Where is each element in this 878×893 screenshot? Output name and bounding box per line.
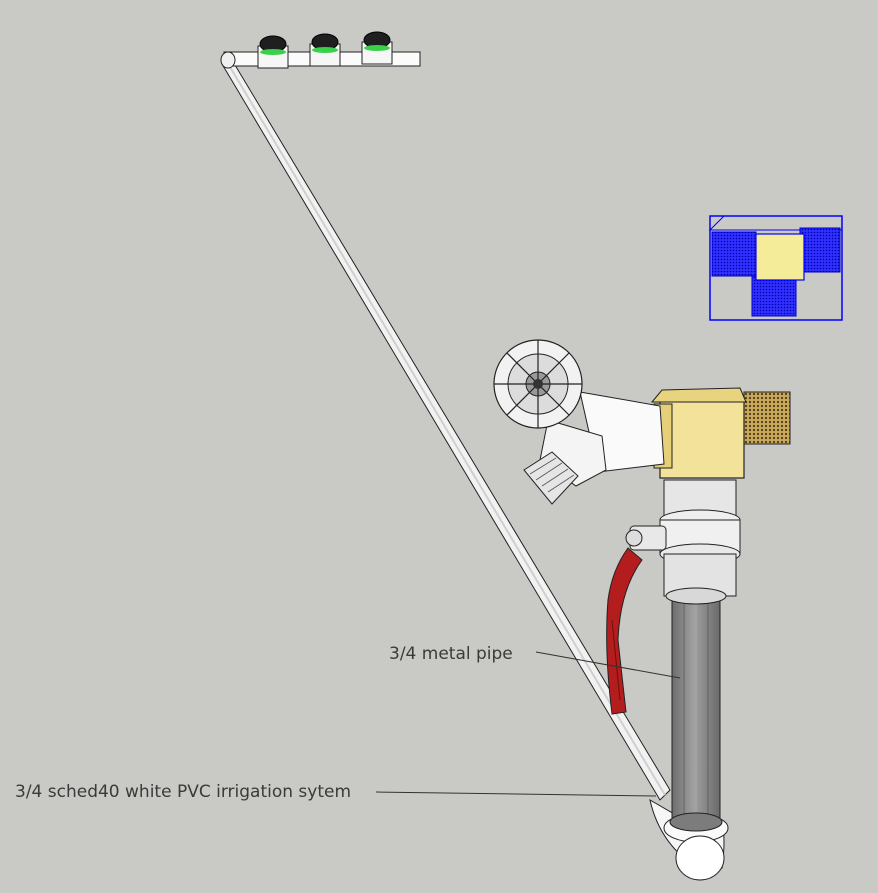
metal-pipe-label: 3/4 metal pipe [389, 644, 513, 664]
ball-valve-handle[interactable] [606, 547, 643, 715]
selected-tee-component[interactable] [708, 215, 843, 321]
brass-tee[interactable] [650, 387, 791, 479]
valve-manifold[interactable] [220, 31, 421, 69]
spigot-wheel[interactable] [493, 339, 583, 429]
ball-valve[interactable] [625, 479, 741, 605]
sprinkler-valve-3[interactable] [361, 31, 393, 65]
metal-pipe-leader [535, 651, 681, 679]
sprinkler-valve-1[interactable] [257, 35, 289, 69]
metal-pipe[interactable] [669, 591, 723, 832]
hose-bib[interactable] [493, 339, 665, 505]
pvc-leader [375, 791, 657, 797]
hose-thread [523, 451, 579, 505]
sprinkler-valve-2[interactable] [309, 33, 341, 67]
pvc-system-label: 3/4 sched40 white PVC irrigation sytem [15, 782, 352, 802]
